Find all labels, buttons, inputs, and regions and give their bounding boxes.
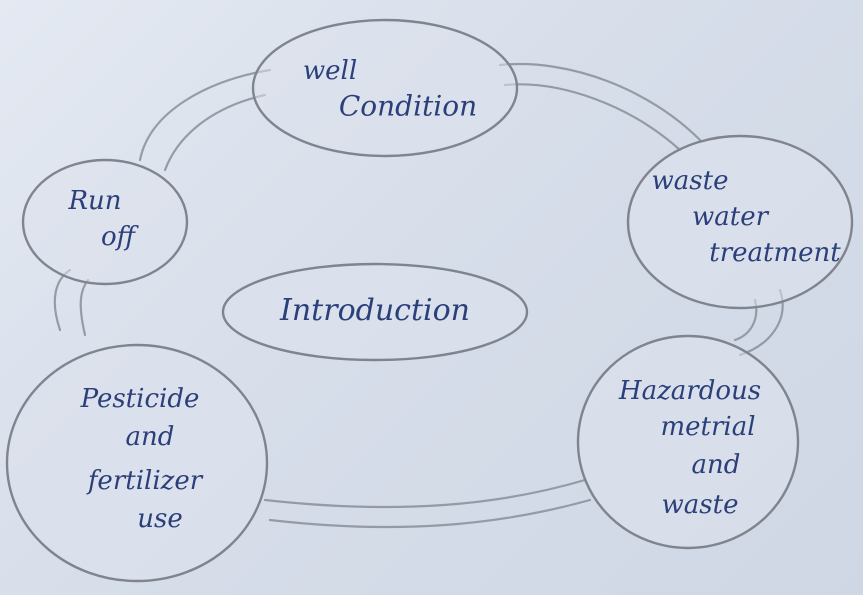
node-line: off — [101, 222, 140, 252]
node-line: Hazardous — [618, 376, 761, 406]
connector-ring — [53, 63, 784, 529]
node-well-condition-label: well Condition — [303, 56, 477, 123]
center-introduction-bubble — [221, 262, 529, 362]
node-hazardous-bubble — [576, 334, 800, 550]
node-line: well — [303, 56, 357, 86]
node-line: Run — [67, 186, 121, 216]
node-line: water — [692, 202, 770, 232]
node-line: use — [137, 504, 182, 534]
node-line: Condition — [339, 90, 477, 123]
node-run-off-bubble — [21, 158, 189, 286]
node-waste-water-bubble — [626, 134, 854, 310]
node-line: and — [126, 422, 175, 452]
node-well-condition-bubble — [251, 18, 519, 158]
node-line: fertilizer — [86, 466, 204, 496]
node-waste-water-label: waste water treatment — [652, 166, 842, 268]
node-hazardous-label: Hazardous metrial and waste — [618, 376, 761, 520]
node-pesticide-bubble — [5, 343, 269, 583]
node-line: waste — [662, 490, 739, 520]
center-line: Introduction — [279, 293, 470, 328]
node-pesticide-label: Pesticide and fertilizer use — [80, 384, 204, 534]
node-line: treatment — [709, 238, 841, 268]
node-line: metrial — [660, 412, 755, 442]
node-line: Pesticide — [80, 384, 200, 414]
node-run-off-label: Run off — [67, 186, 139, 252]
center-introduction-label: Introduction — [279, 293, 470, 328]
node-line: waste — [652, 166, 729, 196]
node-line: and — [692, 450, 741, 480]
